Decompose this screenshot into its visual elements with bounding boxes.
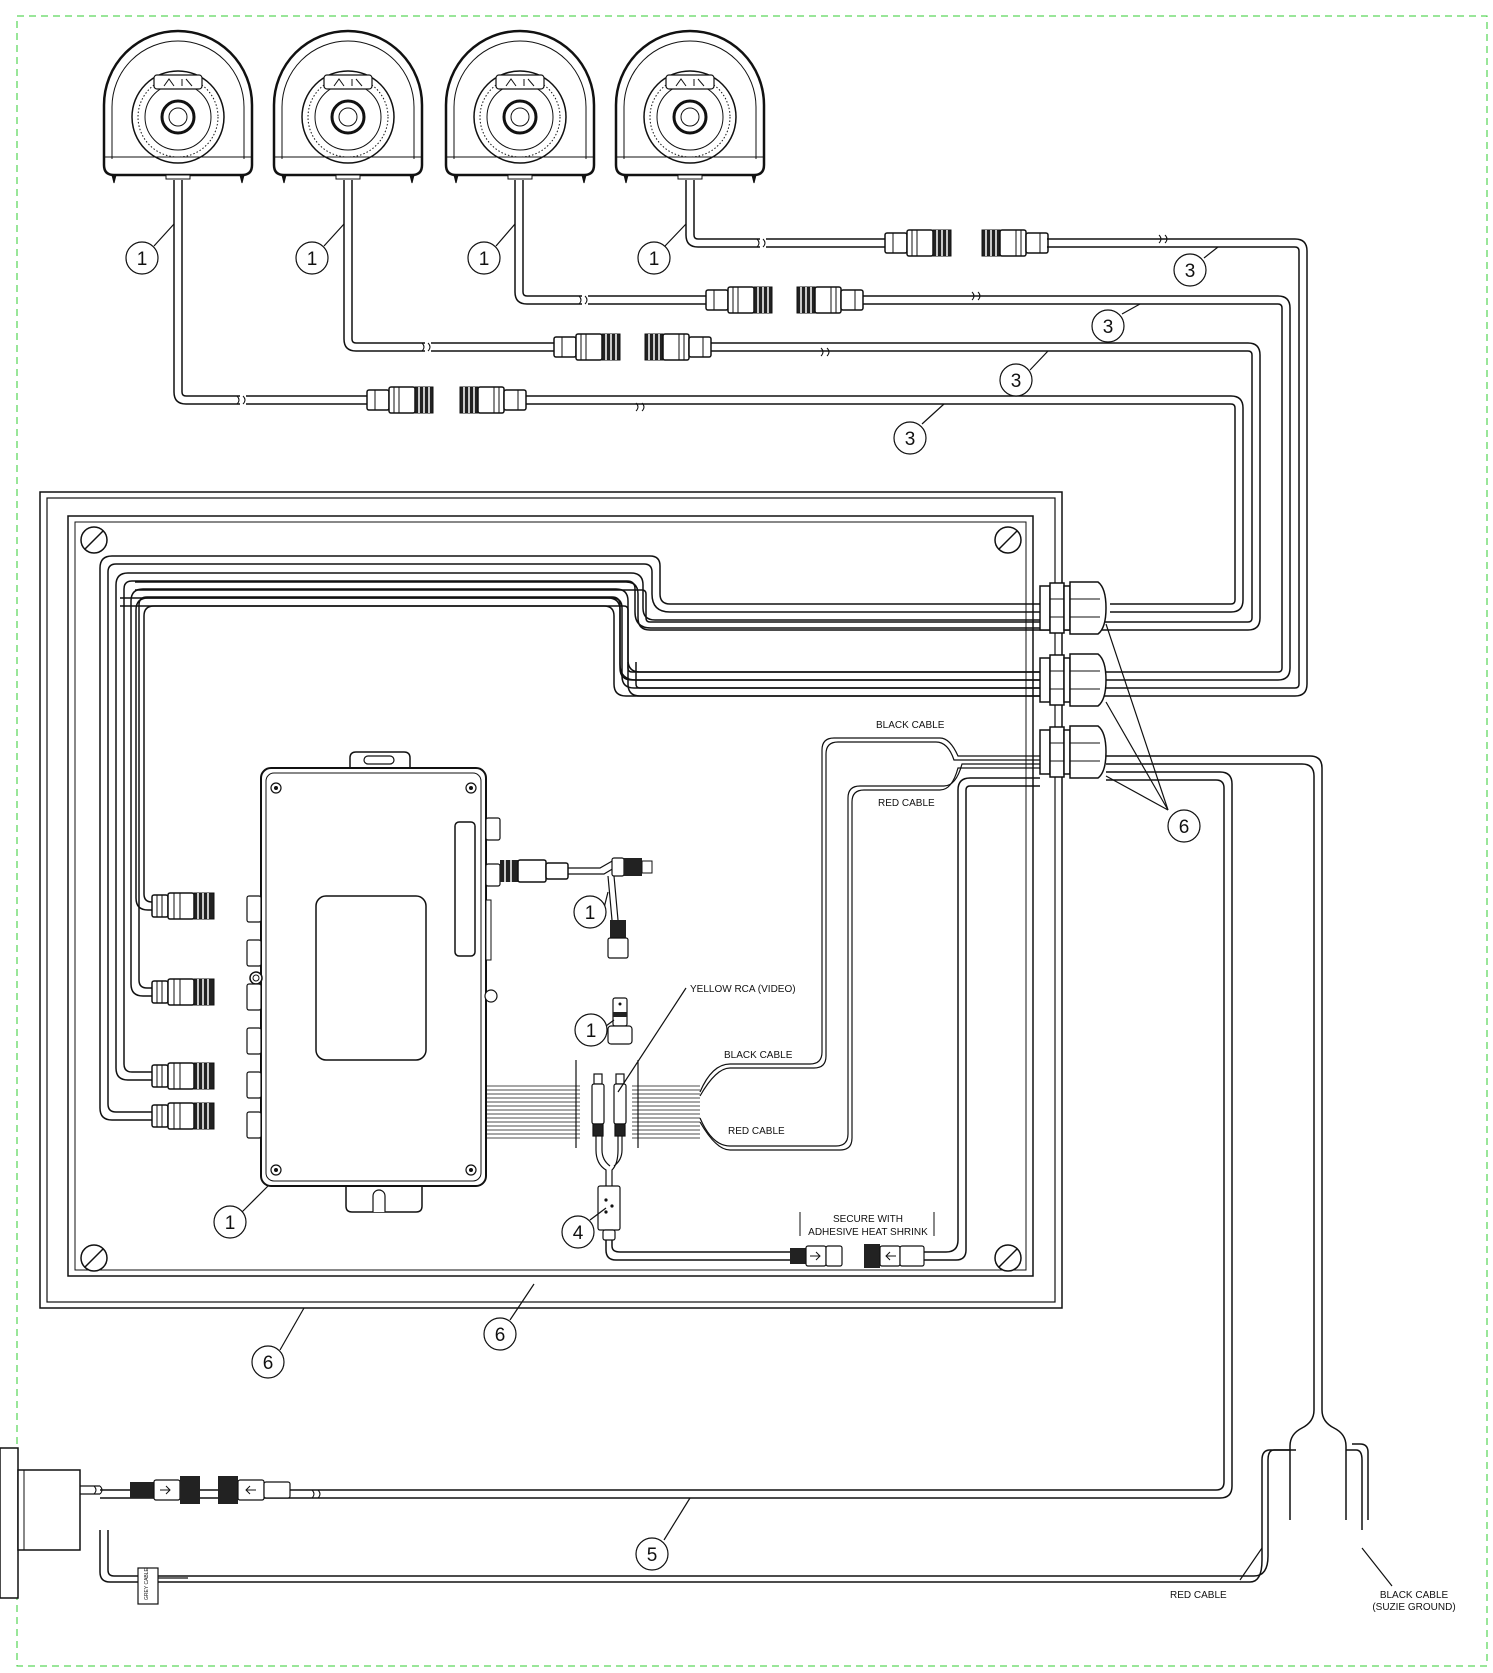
cable-gland-1 — [1039, 581, 1107, 635]
callout-6: 6 — [1179, 817, 1190, 838]
red-cable-label: RED CABLE — [728, 1126, 785, 1137]
callout-1: 1 — [586, 1021, 597, 1042]
screw-icon — [994, 526, 1022, 554]
extension-connector-3 — [705, 286, 864, 314]
red-cable-label: RED CABLE — [878, 798, 935, 809]
black-cable-suzie-label-1: BLACK CABLE — [1380, 1590, 1449, 1601]
mounting-plate — [67, 515, 1034, 1277]
callout-6: 6 — [263, 1353, 274, 1374]
camera-3 — [444, 29, 596, 185]
dvr-port-connector-3 — [151, 1062, 215, 1090]
screw-icon — [80, 1244, 108, 1272]
enclosure-outer-2 — [46, 497, 1056, 1303]
dvr-port-connector-2 — [151, 978, 215, 1006]
callout-1: 1 — [649, 249, 660, 270]
black-cable-label: BLACK CABLE — [876, 720, 945, 731]
secure-label-2: ADHESIVE HEAT SHRINK — [808, 1227, 928, 1238]
callout-6: 6 — [495, 1325, 506, 1346]
cable-gland-3 — [1039, 725, 1107, 779]
heat-shrink-connector — [790, 1212, 935, 1268]
camera-2 — [272, 29, 424, 185]
power-leads — [699, 737, 1040, 1151]
leader-lines — [153, 223, 1393, 1587]
callout-3: 3 — [1103, 317, 1114, 338]
callout-1: 1 — [137, 249, 148, 270]
callout-1: 1 — [307, 249, 318, 270]
camera-4 — [614, 29, 766, 185]
callout-1: 1 — [225, 1213, 236, 1234]
callout-1: 1 — [479, 249, 490, 270]
screw-icon — [80, 526, 108, 554]
black-cable-label: BLACK CABLE — [724, 1050, 793, 1061]
cigarette-plug-assembly — [0, 1447, 321, 1605]
callouts — [125, 241, 1207, 1571]
extension-connector-1 — [366, 386, 527, 414]
yellow-rca-label: YELLOW RCA (VIDEO) — [690, 984, 796, 995]
cable-gland-2 — [1039, 653, 1107, 707]
power-cable-exterior — [99, 755, 1369, 1583]
callout-3: 3 — [905, 429, 916, 450]
callout-5: 5 — [647, 1545, 658, 1566]
dvr-output-cable — [500, 857, 653, 1045]
camera-cables — [173, 180, 760, 405]
screw-icon — [994, 1244, 1022, 1272]
page-border — [16, 15, 1488, 1667]
video-extension-cable — [605, 1240, 790, 1261]
black-cable-suzie-label-2: (SUZIE GROUND) — [1372, 1602, 1455, 1613]
callout-3: 3 — [1011, 371, 1022, 392]
secure-label-1: SECURE WITH — [833, 1214, 903, 1225]
rca-plugs — [575, 1060, 639, 1241]
dvr-port-connector-4 — [151, 1102, 215, 1130]
extension-connector-4 — [884, 229, 1049, 257]
extension-connector-2 — [553, 333, 712, 361]
dvr-port-connector-1 — [151, 892, 215, 920]
dvr-unit — [246, 751, 501, 1213]
internal-cables — [99, 555, 1040, 1121]
callout-3: 3 — [1185, 261, 1196, 282]
camera-1 — [102, 29, 254, 185]
callout-1: 1 — [585, 903, 596, 924]
enclosure-outer — [39, 491, 1063, 1309]
grey-cable-label: GREY CABLE — [144, 1567, 150, 1600]
red-cable-label: RED CABLE — [1170, 1590, 1227, 1601]
callout-4: 4 — [573, 1223, 584, 1244]
